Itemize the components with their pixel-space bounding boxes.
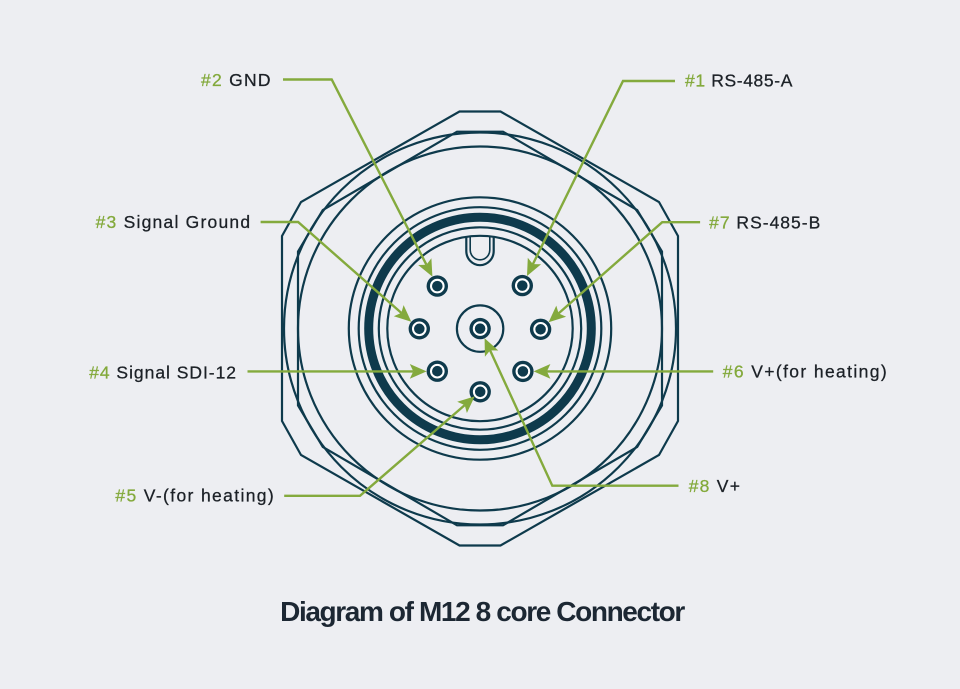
svg-text:#4 Signal SDI-12: #4 Signal SDI-12	[89, 363, 237, 383]
svg-text:#2 GND: #2 GND	[201, 70, 272, 90]
svg-text:#8 V+: #8 V+	[689, 476, 742, 496]
svg-text:#6 V+(for heating): #6 V+(for heating)	[723, 362, 888, 382]
svg-text:Diagram of M12 8 core Connecto: Diagram of M12 8 core Connector	[280, 596, 685, 627]
svg-text:#1 RS-485-A: #1 RS-485-A	[685, 70, 793, 90]
svg-text:#3 Signal Ground: #3 Signal Ground	[96, 212, 252, 232]
svg-text:#7 RS-485-B: #7 RS-485-B	[709, 213, 821, 233]
svg-text:#5 V-(for heating): #5 V-(for heating)	[115, 485, 275, 505]
